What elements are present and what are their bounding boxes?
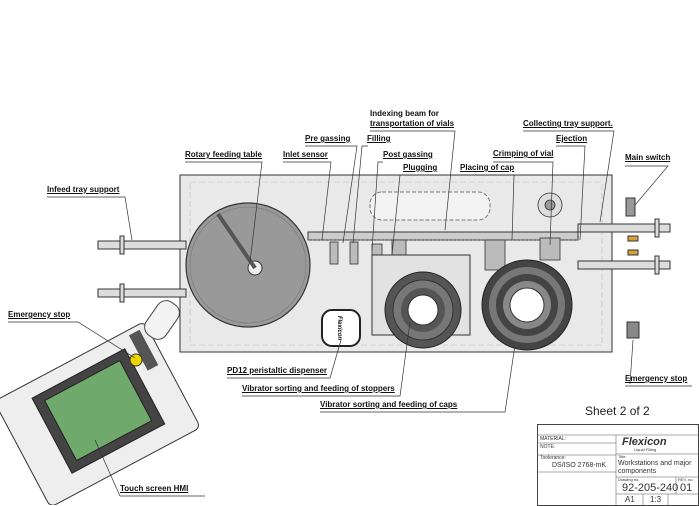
label-vibrator-stoppers: Vibrator sorting and feeding of stoppers — [242, 384, 395, 393]
label-collecting-tray-support: Collecting tray support. — [523, 119, 613, 128]
label-vibrator-caps: Vibrator sorting and feeding of caps — [320, 400, 458, 409]
touch-screen-hmi[interactable] — [0, 322, 201, 505]
label-crimping-of-vial: Crimping of vial — [493, 149, 554, 158]
label-inlet-sensor: Inlet sensor — [283, 150, 328, 159]
drawing-number: 92-205-240 — [622, 482, 679, 494]
cap-vibrator-bowl — [481, 259, 573, 351]
title-block: MATERIAL: NOTE: Toolerance: DS/ISO 2768-… — [537, 424, 699, 506]
revision-label: REV. no. — [678, 477, 694, 482]
infeed-tray-support — [97, 235, 187, 303]
label-placing-of-cap: Placing of cap — [460, 163, 515, 172]
label-post-gassing: Post gassing — [383, 150, 433, 159]
label-pd12-dispenser: PD12 peristaltic dispenser — [227, 366, 328, 375]
tolerance-value: DS/ISO 2768-mK — [552, 462, 607, 469]
indexing-beam — [307, 231, 579, 241]
label-plugging: Plugging — [403, 163, 438, 172]
label-ejection: Ejection — [556, 134, 588, 143]
rotary-feeding-table — [185, 202, 311, 328]
emergency-stop-right[interactable] — [626, 321, 640, 339]
pd12-peristaltic-dispenser: Flexicon — [321, 309, 361, 347]
format: A1 — [625, 495, 635, 504]
company-sub: Liquid Filling — [634, 447, 657, 452]
label-indexing-beam-2: transportation of vials — [370, 119, 455, 128]
company-logo: Flexicon — [622, 436, 667, 448]
drawing-no-label: Drawing no. — [618, 477, 640, 482]
label-emergency-stop-left: Emergency stop — [8, 310, 71, 319]
label-filling: Filling — [367, 134, 391, 143]
stopper-vibrator-bowl — [371, 254, 471, 349]
dispenser-logo: Flexicon — [336, 316, 342, 341]
collecting-tray-support — [577, 218, 671, 275]
note-label: NOTE: — [540, 444, 556, 450]
label-rotary-feeding-table: Rotary feeding table — [185, 150, 262, 159]
title-label: Title: — [618, 454, 627, 459]
scale: 1:3 — [650, 495, 662, 504]
label-infeed-tray-support: Infeed tray support — [47, 185, 120, 194]
label-emergency-stop-right: Emergency stop — [625, 374, 688, 383]
label-main-switch: Main switch — [625, 153, 671, 162]
revision: 01 — [680, 482, 693, 494]
label-touch-screen-hmi: Touch screen HMI — [120, 484, 189, 493]
sheet-number: Sheet 2 of 2 — [585, 404, 650, 418]
drawing-title: Workstations and major components — [618, 460, 692, 475]
label-indexing-beam-1: Indexing beam for — [370, 109, 439, 118]
main-switch[interactable] — [625, 197, 636, 217]
label-pre-gassing: Pre gassing — [305, 134, 351, 143]
material-label: MATERIAL: — [540, 436, 567, 442]
tolerance-label: Toolerance: — [540, 455, 566, 461]
